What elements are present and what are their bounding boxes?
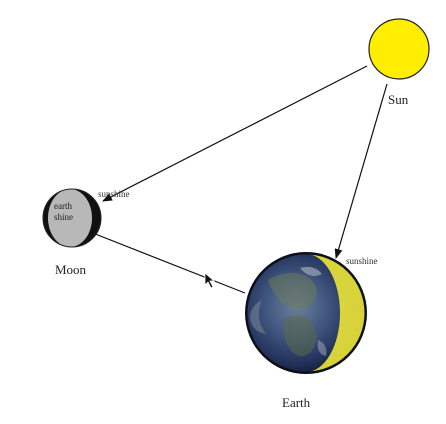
moon-label: Moon: [55, 262, 87, 277]
arrow-earth-to-moon: [79, 227, 246, 294]
earth: [245, 252, 367, 374]
moon-earthshine-region: [48, 189, 92, 247]
moon-earthshine-label-line2: shine: [54, 212, 73, 222]
moon-sunshine-label: sunshine: [98, 189, 130, 199]
earth-sunshine-label: sunshine: [346, 256, 378, 266]
mouse-pointer-icon: [204, 272, 216, 289]
arrow-sun-to-earth: [334, 83, 388, 259]
arrow-sun-to-moon: [102, 65, 368, 202]
moon: [42, 188, 102, 248]
sun: [368, 18, 430, 80]
earth-label: Earth: [282, 395, 311, 410]
earth-sunlit-crescent: [306, 254, 365, 372]
moon-earthshine-label-line1: earth: [54, 201, 72, 211]
sun-disc: [368, 18, 430, 80]
sun-label: Sun: [388, 92, 409, 107]
